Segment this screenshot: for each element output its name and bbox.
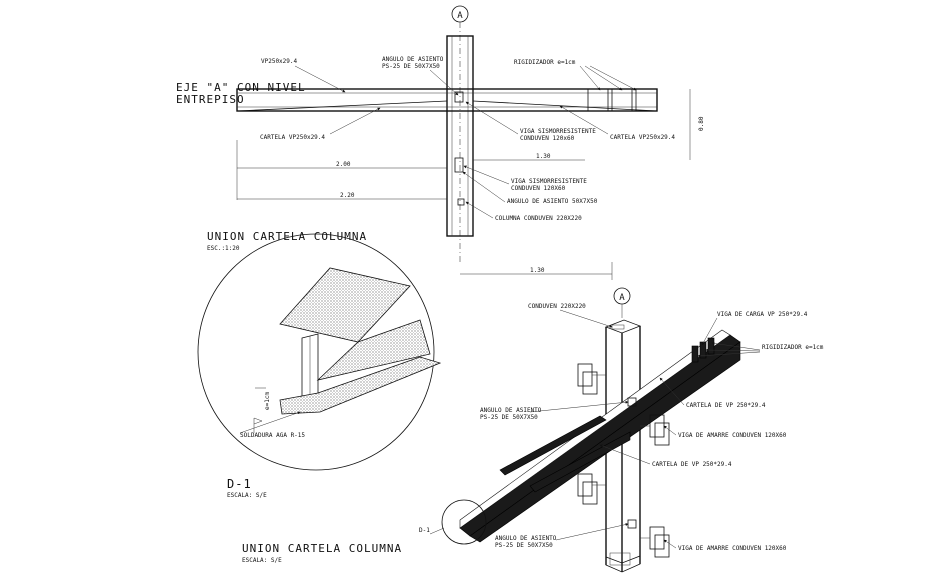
detail-thickness: e=1cm	[264, 392, 271, 410]
stiffener-label: RIGIDIZADOR e=1cm	[514, 59, 576, 66]
angle-label-2: PS-25 DE 50X7X50	[382, 63, 440, 70]
iso-scale: ESCALA: S/E	[242, 557, 282, 564]
iso-column-label: CONDUVEN 220X220	[528, 303, 586, 310]
iso-upper-bracket	[499, 415, 607, 476]
dim-column: COLUMNA CONDUVEN 220X220	[495, 215, 582, 222]
iso-bracket-top-label: CARTELA DE VP 250*29.4	[686, 402, 766, 409]
bracket-right-label: CARTELA VP250x29.4	[610, 134, 675, 141]
detail-bracket	[316, 319, 431, 381]
iso-tie-beams	[577, 363, 670, 558]
iso-angle-bottom-1: ANGULO DE ASIENTO	[495, 535, 557, 542]
iso-angle-top-1: ANGULO DE ASIENTO	[480, 407, 542, 414]
iso-main-beam-label: VIGA DE CARGA VP 250*29.4	[717, 311, 808, 318]
detail-scale: ESC.:1:20	[207, 245, 240, 252]
bracket-right	[472, 100, 658, 112]
iso-bracket-lower	[469, 341, 741, 543]
detail-title: UNION CARTELA COLUMNA	[207, 230, 367, 243]
dim-2-00: 2.00	[336, 161, 351, 168]
plan-title-line2: ENTREPISO	[176, 93, 245, 106]
iso-tie-beam-top: VIGA DE AMARRE CONDUVEN 120X60	[678, 432, 787, 439]
axis-label-top: A	[457, 11, 463, 21]
stiffener-2	[611, 88, 633, 112]
axis-label-iso: A	[619, 293, 625, 303]
column-outline	[446, 35, 474, 237]
detail-id: D-1	[227, 477, 252, 491]
iso-title: UNION CARTELA COLUMNA	[242, 542, 402, 555]
iso-tie-beam-bottom: VIGA DE AMARRE CONDUVEN 120X60	[678, 545, 787, 552]
beam-label: VP250x29.4	[261, 58, 298, 65]
iso-bracket-mid-label: CARTELA DE VP 250*29.4	[652, 461, 732, 468]
iso-detail-callout	[441, 499, 487, 545]
height-dim: 0.80	[698, 116, 705, 131]
main-beam	[236, 88, 658, 112]
iso-detail-ref: D-1	[419, 527, 430, 534]
dim-2-20: 2.20	[340, 192, 355, 199]
iso-view: A	[242, 287, 824, 573]
detail-view: UNION CARTELA COLUMNA ESC.:1:20 e=1cm SO…	[197, 230, 442, 499]
joist-label-1: VIGA SISMORRESISTENTE	[520, 128, 596, 135]
seat-angle-top	[454, 91, 464, 103]
dim-1-30-bottom: 1.30	[530, 267, 545, 274]
bracket-left	[236, 100, 448, 112]
angle-label-1: ANGULO DE ASIENTO	[382, 56, 444, 63]
plan-title-line1: EJE "A" CON NIVEL	[176, 81, 306, 94]
seat-angle-bottom	[454, 157, 464, 173]
joist-label-2: CONDUVEN 120x60	[520, 135, 575, 142]
detail-bottom-flange	[279, 356, 442, 415]
iso-angle-bottom-2: PS-25 DE 50X7X50	[495, 542, 553, 549]
iso-stiffener-label: RIGIDIZADOR e=1cm	[762, 344, 824, 351]
detail-top-flange	[279, 267, 411, 343]
dim-lower-joist-2: CONDUVEN 120X60	[511, 185, 566, 192]
dim-1-30-top: 1.30	[536, 153, 551, 160]
dim-angle-seat: ANGULO DE ASIENTO 50X7X50	[507, 198, 598, 205]
bracket-left-label: CARTELA VP250x29.4	[260, 134, 325, 141]
iso-column-base	[605, 555, 641, 573]
plan-view: A VP250x29.4 EJE "A" CON NIVEL ENTREPISO…	[176, 5, 705, 280]
iso-angle-top-2: PS-25 DE 50X7X50	[480, 414, 538, 421]
dim-lower-joist-1: VIGA SISMORRESISTENTE	[511, 178, 587, 185]
weld-label: SOLDADURA AGA R-15	[240, 432, 305, 439]
detail-id-scale: ESCALA: S/E	[227, 492, 267, 499]
iso-stiffener-1	[691, 345, 699, 363]
detail-circle	[197, 233, 435, 471]
